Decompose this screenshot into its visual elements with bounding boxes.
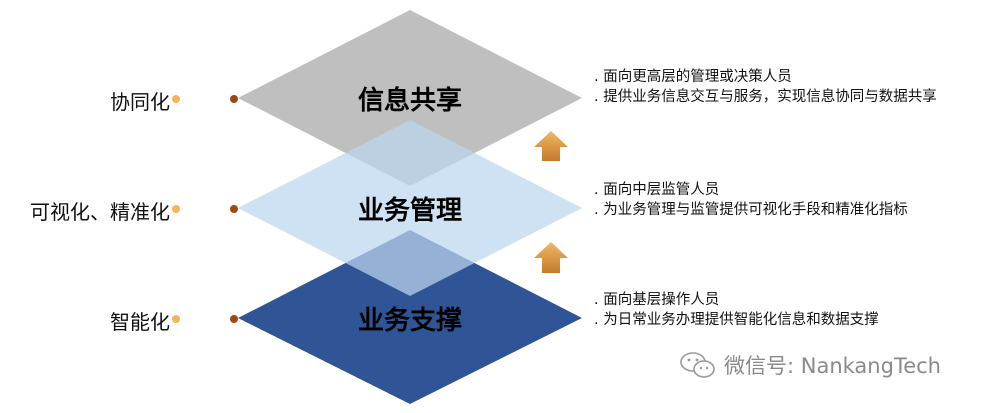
layer-title-business-management: 业务管理	[357, 196, 462, 226]
connector-2	[172, 205, 238, 213]
bullet: .	[594, 69, 599, 85]
desc-line: 为日常业务办理提供智能化信息和数据支撑	[603, 312, 879, 328]
bullet: .	[594, 182, 599, 198]
layer-title-info-sharing: 信息共享	[357, 86, 462, 116]
layer-title-business-support: 业务支撑	[357, 306, 462, 336]
connector-1	[172, 95, 238, 103]
bullet: .	[594, 312, 599, 328]
desc-line: 面向基层操作人员	[603, 292, 720, 308]
bullet: .	[594, 89, 599, 105]
watermark-text: 微信号: NankangTech	[724, 354, 941, 378]
desc-line: 面向中层监管人员	[603, 182, 720, 198]
connector-3	[172, 315, 238, 323]
up-arrow-icon	[534, 131, 568, 161]
diamond-business-support	[238, 230, 582, 404]
diamond-info-sharing	[238, 10, 582, 186]
bullet: .	[594, 292, 599, 308]
wechat-icon	[680, 352, 715, 378]
desc-line: 面向更高层的管理或决策人员	[603, 69, 792, 85]
up-arrow-icon	[534, 242, 568, 273]
layer-description: . 面向更高层的管理或决策人员 . 提供业务信息交互与服务，实现信息协同与数据共…	[594, 67, 937, 107]
layer-description: . 面向中层监管人员 . 为业务管理与监管提供可视化手段和精准化指标	[594, 180, 908, 220]
left-label-collaboration: 协同化	[110, 90, 170, 114]
layer-description: . 面向基层操作人员 . 为日常业务办理提供智能化信息和数据支撑	[594, 290, 879, 330]
diamond-business-management	[238, 120, 582, 296]
left-label-visualization: 可视化、精准化	[30, 200, 170, 224]
bullet: .	[594, 202, 599, 218]
left-label-intelligence: 智能化	[110, 310, 170, 334]
desc-line: 提供业务信息交互与服务，实现信息协同与数据共享	[603, 89, 937, 105]
desc-line: 为业务管理与监管提供可视化手段和精准化指标	[603, 202, 908, 218]
watermark: 微信号: NankangTech	[678, 350, 941, 380]
